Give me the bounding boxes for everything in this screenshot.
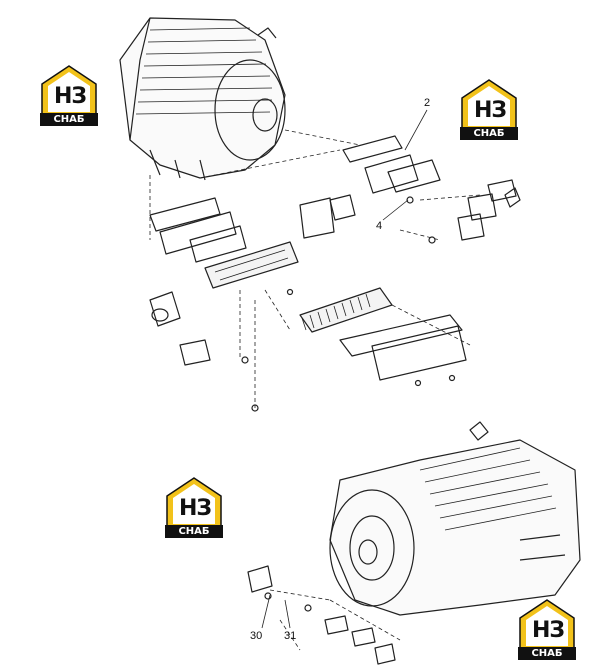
gasket-icon [149,135,467,381]
oil-cooler-icon [204,241,393,333]
brand-logo: НЗ СНАБ [458,76,520,144]
brand-logo: НЗ СНАБ [38,62,100,130]
logo-house-icon [41,65,97,115]
logo-house-icon [166,477,222,527]
callout-4: 4 [376,220,383,232]
callout-31: 31 [284,630,297,642]
fitting-icon [149,179,517,665]
logo-house-icon [461,79,517,129]
assembly-lines [149,129,481,651]
callout-30: 30 [250,630,263,642]
logo-word: СНАБ [460,127,518,140]
elbow-icon [504,187,521,208]
callout-2: 2 [424,97,431,109]
transmission-icon [329,421,581,616]
logo-word: СНАБ [165,525,223,538]
logo-letters: НЗ [53,84,87,109]
logo-house-icon [519,599,575,649]
logo-word: СНАБ [518,647,576,660]
logo-word: СНАБ [40,113,98,126]
logo-letters: НЗ [531,618,565,643]
brand-logo: НЗ СНАБ [516,596,578,664]
transmission-icon [119,17,286,181]
bolt-icon [241,196,456,612]
brand-logo: НЗ СНАБ [163,474,225,542]
logo-letters: НЗ [473,98,507,123]
logo-letters: НЗ [178,496,212,521]
callout-leaders [261,109,428,629]
